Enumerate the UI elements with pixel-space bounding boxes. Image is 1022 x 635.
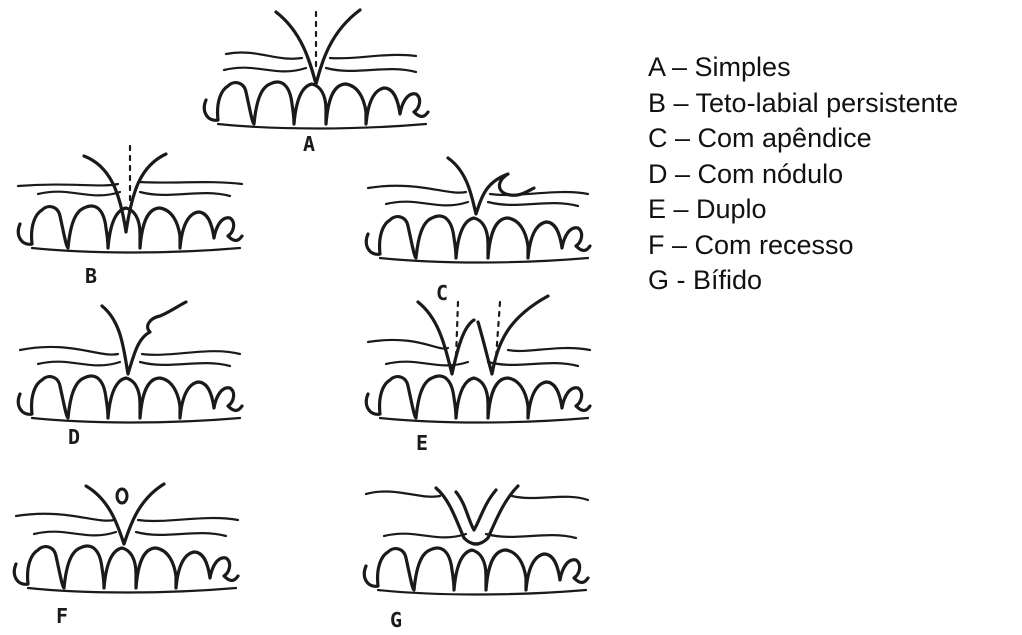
drawing-d bbox=[18, 302, 242, 423]
drawing-f bbox=[14, 484, 238, 593]
drawing-e bbox=[366, 296, 590, 423]
drawing-a bbox=[204, 10, 428, 129]
panel-label-e: E bbox=[416, 433, 428, 453]
panel-label-b: B bbox=[85, 266, 97, 286]
legend-item-c: C – Com apêndice bbox=[648, 121, 958, 157]
drawing-b bbox=[18, 146, 242, 253]
legend-item-g: G - Bífido bbox=[648, 263, 958, 299]
panel-label-d: D bbox=[68, 427, 80, 447]
legend-item-f: F – Com recesso bbox=[648, 228, 958, 264]
legend: A – Simples B – Teto-labial persistente … bbox=[648, 50, 958, 299]
legend-item-b: B – Teto-labial persistente bbox=[648, 86, 958, 122]
panel-label-a: A bbox=[303, 134, 315, 154]
panel-label-f: F bbox=[56, 606, 68, 626]
drawing-c bbox=[366, 158, 590, 263]
panel-label-c: C bbox=[436, 283, 448, 303]
panel-label-g: G bbox=[390, 610, 402, 630]
drawing-g bbox=[364, 486, 588, 595]
legend-item-a: A – Simples bbox=[648, 50, 958, 86]
legend-item-d: D – Com nódulo bbox=[648, 157, 958, 193]
legend-item-e: E – Duplo bbox=[648, 192, 958, 228]
